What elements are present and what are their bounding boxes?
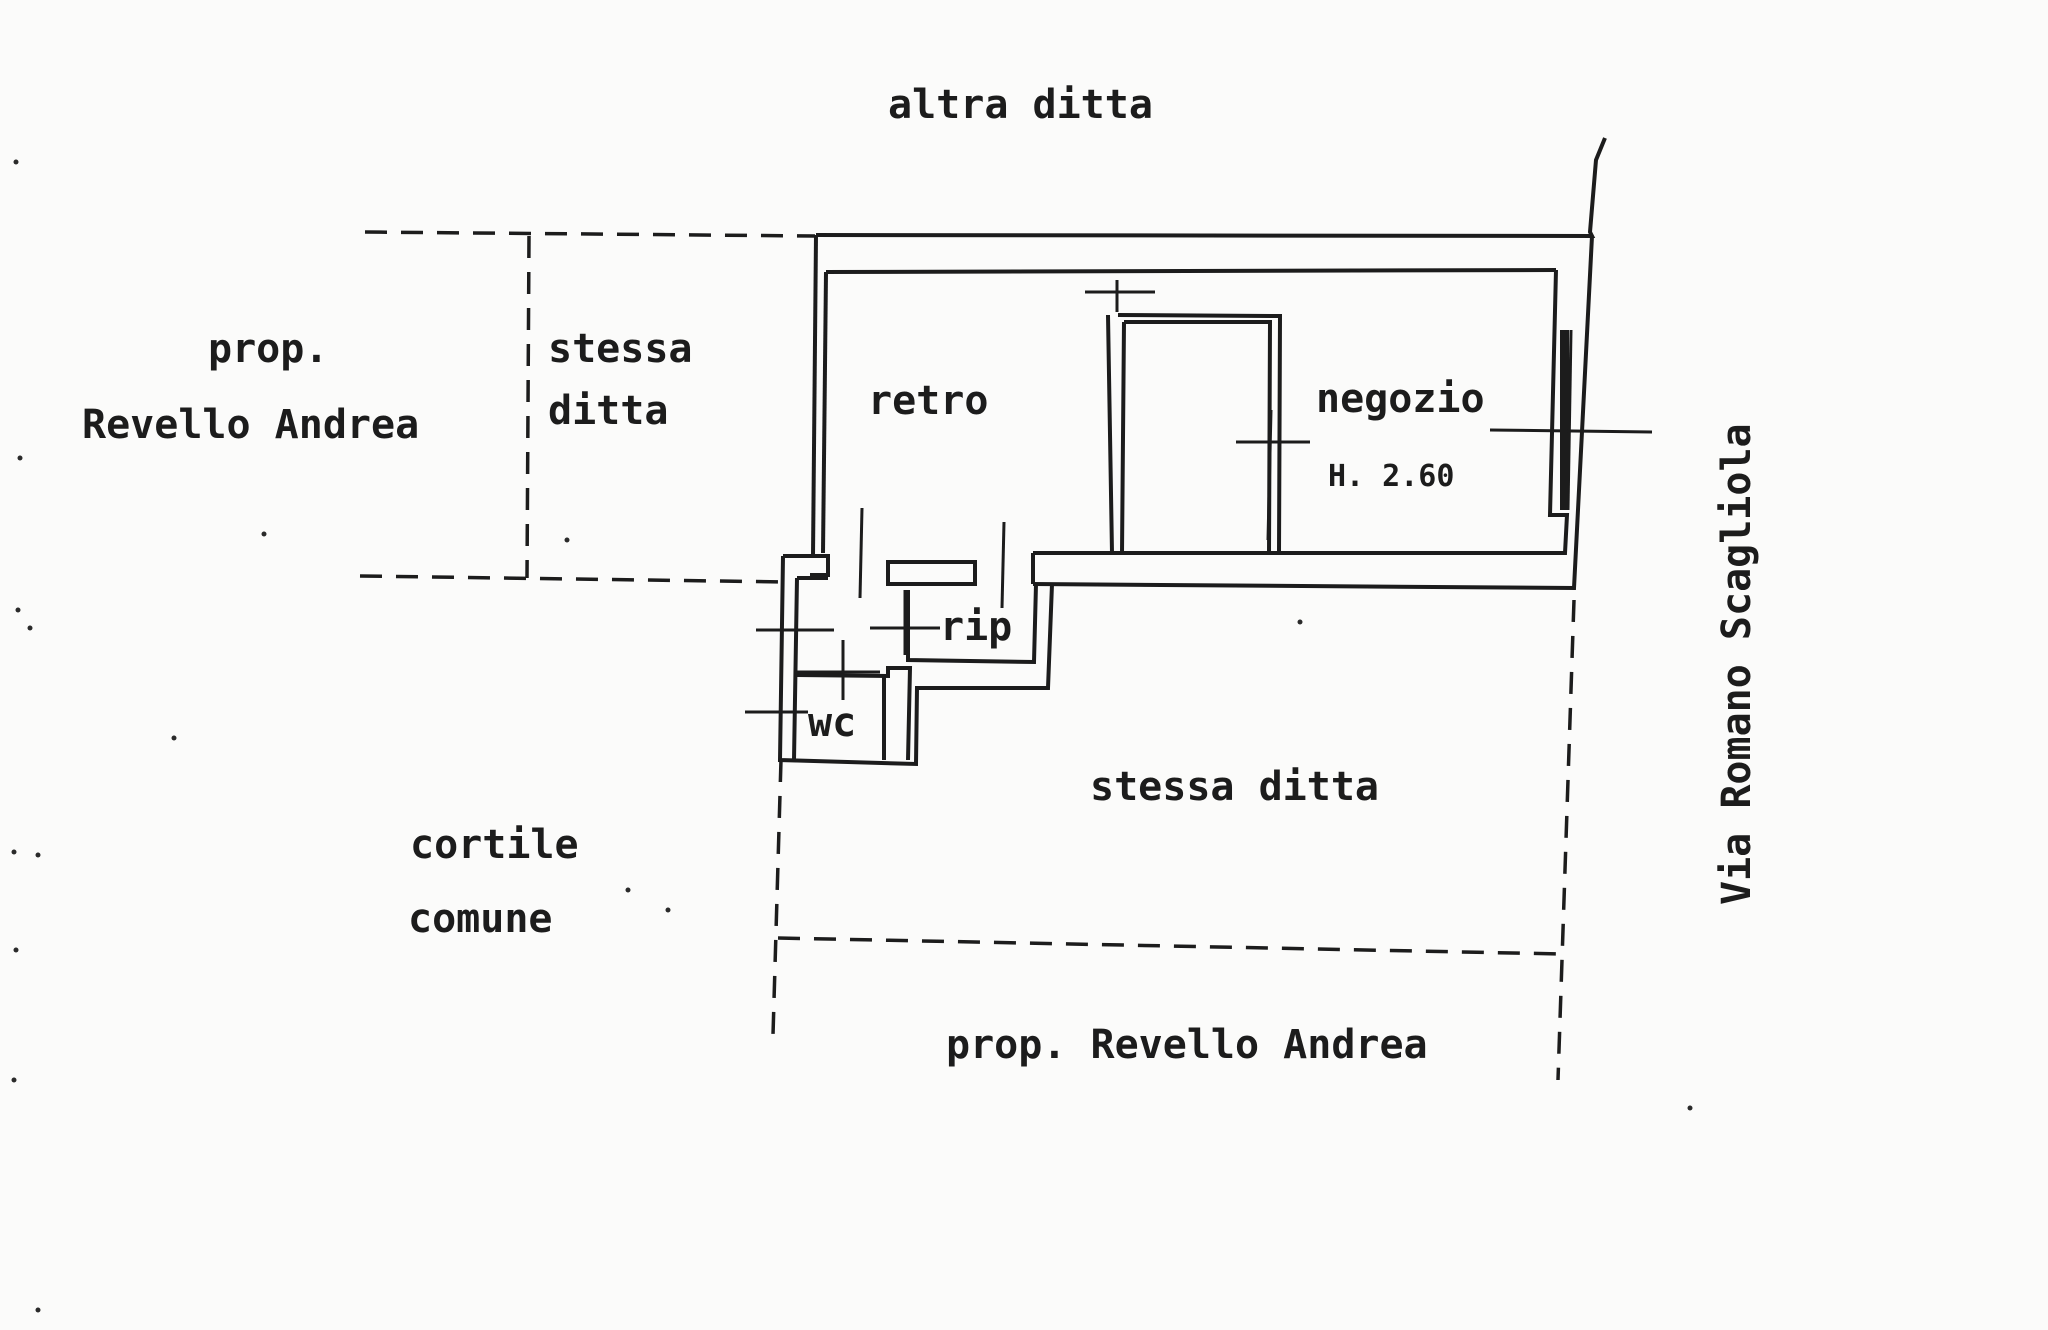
speck [625, 887, 631, 893]
speck [1687, 1105, 1693, 1111]
outer-wall-left [811, 234, 818, 557]
speck [11, 1077, 17, 1083]
building-walls [777, 137, 1607, 767]
boundary-left-vertical [525, 235, 531, 579]
label-left-same-company-line2: ditta [548, 388, 668, 434]
speck [15, 607, 21, 613]
service-block-inner [792, 576, 828, 761]
speck [665, 907, 671, 913]
door-mark-partition-mid [1236, 409, 1310, 541]
door-marks [745, 280, 1653, 714]
label-room-closet: rip [940, 604, 1012, 650]
speck [564, 537, 570, 543]
label-ceiling-height: H. 2.60 [1328, 459, 1454, 494]
label-left-same-company-line1: stessa [548, 326, 693, 372]
label-room-wc: wc [808, 700, 856, 746]
shop-window-frame [1566, 329, 1573, 511]
label-room-shop: negozio [1316, 376, 1485, 422]
boundary-right-vertical [1556, 599, 1576, 1081]
door-mark-closet [870, 590, 940, 655]
partition-wall [1106, 313, 1283, 554]
speck [35, 1307, 41, 1313]
label-bottom-same-company: stessa ditta [1090, 764, 1379, 810]
outer-wall-right [1032, 235, 1594, 591]
bottom-wall-corner [783, 554, 830, 577]
speck [27, 625, 33, 631]
bottom-wall-back [886, 560, 977, 586]
inner-wall-right [1267, 269, 1570, 555]
labels: altra ditta prop. Revello Andrea stessa … [82, 82, 1760, 1068]
label-left-owner-line1: prop. [208, 326, 328, 372]
speck [171, 735, 177, 741]
inner-wall-left [821, 271, 828, 554]
label-street: Via Romano Scagliola [1714, 423, 1760, 905]
boundary-courtyard-vertical [771, 759, 783, 1036]
label-courtyard-line2: comune [408, 896, 553, 942]
outer-wall [815, 137, 1607, 239]
property-boundaries [359, 230, 1576, 1081]
inner-wall-top [825, 268, 1557, 274]
speck [17, 455, 23, 461]
label-top-neighbor: altra ditta [888, 82, 1153, 128]
speck [1297, 619, 1303, 625]
label-courtyard-line1: cortile [410, 822, 579, 868]
boundary-left-bottom [359, 574, 791, 584]
shop-window [1560, 330, 1569, 510]
speck [261, 531, 267, 537]
door-mark-back-right [1000, 521, 1006, 609]
wc-wall [796, 666, 913, 761]
boundary-top-left [364, 230, 816, 238]
speck [13, 159, 19, 165]
scan-specks [11, 159, 1693, 1313]
speck [13, 947, 19, 953]
speck [35, 852, 41, 858]
speck [11, 849, 17, 855]
label-bottom-owner: prop. Revello Andrea [946, 1022, 1428, 1068]
boundary-bottom-horizontal [777, 936, 1563, 956]
door-mark-back-left [858, 507, 864, 599]
door-mark-partition-top [1085, 280, 1155, 312]
bottom-wall-shop [1031, 551, 1270, 584]
door-mark-shop-entry [1489, 428, 1653, 434]
label-room-back: retro [868, 378, 988, 424]
label-left-owner-line2: Revello Andrea [82, 402, 419, 448]
door-mark-wc-top [797, 640, 880, 700]
service-block-outer [777, 555, 1054, 767]
closet-wall [906, 583, 1038, 665]
